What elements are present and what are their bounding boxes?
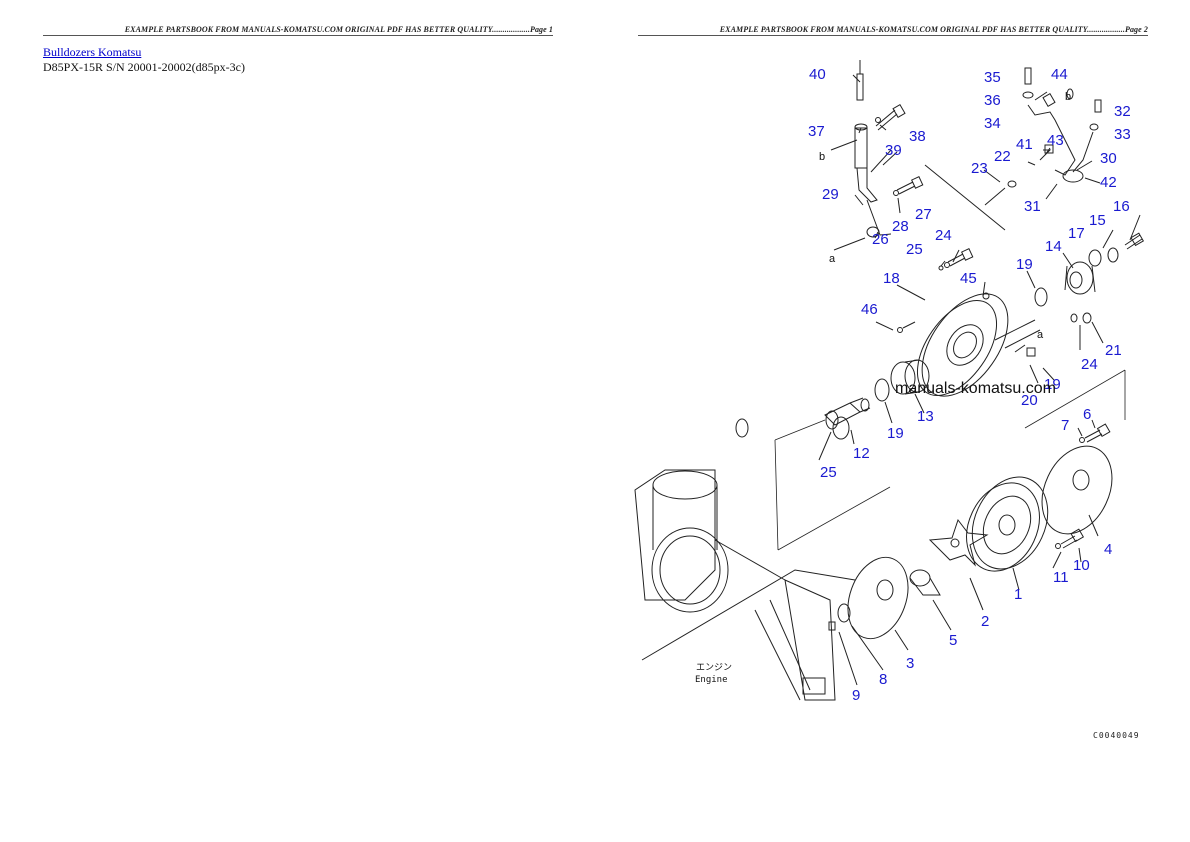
page-2-header: EXAMPLE PARTSBOOK FROM MANUALS-KOMATSU.C… <box>638 25 1148 36</box>
callout-38: 36 <box>984 92 1001 109</box>
callout-34: 32 <box>1114 103 1131 120</box>
exploded-parts-diagram: 40 37 38 39 29 27 28 26 25 24 18 45 46 3… <box>634 60 1145 704</box>
page-1-header: EXAMPLE PARTSBOOK FROM MANUALS-KOMATSU.C… <box>43 25 553 36</box>
callout-4: 4 <box>1104 541 1112 558</box>
callout-19a: 19 <box>1016 256 1033 273</box>
page-1-number: Page 1 <box>529 25 553 34</box>
callout-32: 30 <box>1100 150 1117 167</box>
callout-14: 14 <box>1045 238 1062 255</box>
callout-47: 45 <box>960 270 977 287</box>
page-2: EXAMPLE PARTSBOOK FROM MANUALS-KOMATSU.C… <box>595 0 1190 842</box>
callout-8: 8 <box>879 671 887 688</box>
callout-36: 34 <box>984 115 1001 132</box>
callout-6: 6 <box>1083 406 1091 423</box>
callout-21: 20 <box>1021 392 1038 409</box>
watermark-text: manuals-komatsu.com <box>895 380 1056 397</box>
callout-11: 11 <box>1053 569 1069 586</box>
callout-3: 3 <box>906 655 914 672</box>
callout-12: 12 <box>853 445 870 462</box>
ref-letter-b-left: b <box>819 151 825 163</box>
callout-7: 7 <box>1061 417 1069 434</box>
callout-27: 25 <box>906 241 923 258</box>
callout-45: 43 <box>1047 132 1064 149</box>
callout-40: 38 <box>909 128 926 145</box>
callout-16: 16 <box>1113 198 1130 215</box>
callout-24: 23 <box>971 160 988 177</box>
callout-28: 26 <box>872 231 889 248</box>
callout-48: 46 <box>861 301 878 318</box>
page-2-number: Page 2 <box>1124 25 1148 34</box>
callout-29: 27 <box>915 206 932 223</box>
page-1: EXAMPLE PARTSBOOK FROM MANUALS-KOMATSU.C… <box>43 25 553 74</box>
ref-letter-a-right: a <box>1037 329 1044 341</box>
ref-letter-a-left: a <box>829 253 836 265</box>
callout-44: 42 <box>1100 174 1117 191</box>
callout-25: 25 <box>820 464 837 481</box>
engine-label-jp: エンジン <box>696 663 732 673</box>
callout-5: 5 <box>949 632 957 649</box>
callout-19b: 19 <box>887 425 904 442</box>
callout-26: 24 <box>935 227 952 244</box>
callout-9: 9 <box>852 687 860 704</box>
callout-31: 29 <box>822 186 839 203</box>
callout-30: 28 <box>892 218 909 235</box>
callout-24b: 24 <box>1081 356 1098 373</box>
drawing-code: C0040049 <box>1093 731 1140 740</box>
callout-43: 41 <box>1016 136 1033 153</box>
ref-letter-b-right: b <box>1065 91 1071 103</box>
callout-35: 33 <box>1114 126 1131 143</box>
callout-42: 40 <box>809 66 826 83</box>
callout-17: 17 <box>1068 225 1085 242</box>
callout-23: 22 <box>994 148 1011 165</box>
bulldozers-komatsu-link[interactable]: Bulldozers Komatsu <box>43 45 142 59</box>
callout-1: 1 <box>1014 586 1022 603</box>
page-1-header-text: EXAMPLE PARTSBOOK FROM MANUALS-KOMATSU.C… <box>124 25 530 34</box>
model-serial-text: D85PX-15R S/N 20001-20002(d85px-3c) <box>43 60 245 74</box>
callout-13: 13 <box>917 408 934 425</box>
callout-10: 10 <box>1073 557 1090 574</box>
engine-label-en: Engine <box>695 675 728 685</box>
engine-housing-drawing <box>634 469 856 701</box>
callout-37: 35 <box>984 69 1001 86</box>
callout-46: 44 <box>1051 66 1068 83</box>
callout-41: 39 <box>885 142 902 159</box>
callout-33: 31 <box>1024 198 1041 215</box>
page-2-header-text: EXAMPLE PARTSBOOK FROM MANUALS-KOMATSU.C… <box>719 25 1125 34</box>
callout-2: 2 <box>981 613 989 630</box>
callout-labels: 40 37 38 39 29 27 28 26 25 24 18 45 46 3… <box>808 66 1131 704</box>
callout-20: 19 <box>1044 376 1061 393</box>
callout-18: 18 <box>883 270 900 287</box>
callout-15: 15 <box>1089 212 1106 229</box>
callout-39: 37 <box>808 123 825 140</box>
callout-22: 21 <box>1105 342 1122 359</box>
